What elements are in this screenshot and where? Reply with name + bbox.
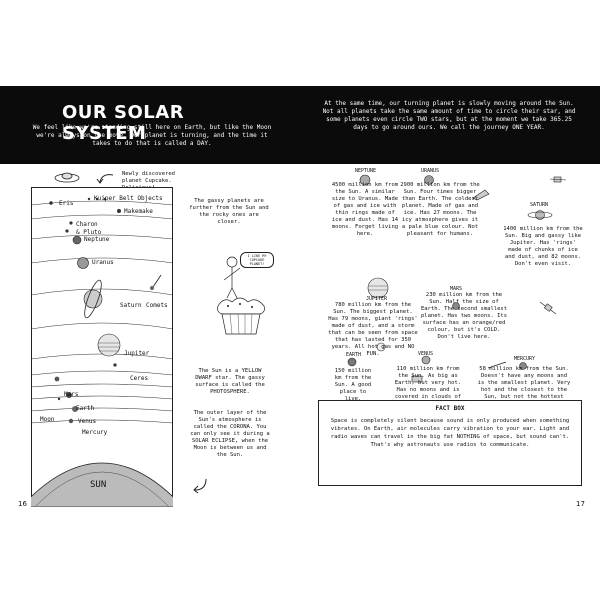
astronaut-icon [376, 342, 386, 352]
mars-text: 230 million km from the Sun. Half the si… [420, 292, 508, 340]
curved-arrow-icon [96, 174, 114, 184]
satellite-icon-2 [539, 301, 557, 315]
speech-bubble: I LIKE MY CUPCAKE PLANET! [240, 252, 274, 268]
label-ceres: Ceres [130, 375, 149, 382]
jupiter-name: JUPITER [366, 296, 388, 302]
mercury-name: MERCURY [514, 356, 536, 362]
label-makemake: Makemake [124, 208, 153, 215]
neptune-text: 4500 million km from the Sun. A similar … [331, 182, 399, 237]
mercury-dot [68, 418, 74, 424]
makemake-dot [117, 209, 121, 213]
venus-icon [421, 355, 431, 365]
page-number-right: 17 [576, 500, 585, 508]
saturn-text: 1400 million km from the Sun. Big and ga… [503, 226, 583, 267]
venus-dot [72, 406, 78, 412]
saturn-shape [83, 289, 103, 309]
cupcake-planet-icon [54, 172, 80, 183]
rocket-icon [472, 189, 490, 201]
probe-icon [411, 375, 423, 383]
eris-dot [49, 201, 53, 205]
moon-dot [57, 397, 61, 401]
label-moon: Moon [40, 416, 55, 423]
earth-text: 150 million km from the Sun. A good plac… [334, 368, 372, 402]
mars-name: MARS [450, 286, 463, 292]
neptune-shape [72, 235, 82, 245]
uranus-shape [77, 257, 89, 269]
mercury-icon [519, 362, 527, 370]
comet-shape [152, 274, 162, 288]
label-neptune: Neptune [84, 236, 110, 243]
label-jupiter: Jupiter [124, 350, 150, 357]
satellite-icon [549, 176, 567, 183]
probe-icon-2 [487, 361, 507, 369]
earth-name: EARTH [346, 352, 362, 358]
label-eris: Eris [59, 200, 74, 207]
earth-icon [347, 357, 357, 367]
uranus-name: URANUS [421, 168, 440, 174]
left-intro-text: We feel like we're standing still here o… [32, 124, 272, 147]
sun-shape [31, 462, 173, 507]
label-mercury: Mercury [82, 429, 108, 436]
label-venus: Venus [78, 418, 97, 425]
page-title: OUR SOLAR SYSTEM [62, 102, 185, 144]
label-mars: Mars [64, 391, 79, 398]
neptune-icon [359, 174, 371, 186]
sun-note-1: The Sun is a YELLOW DWARF star. The gass… [195, 368, 265, 395]
ceres-dot [113, 363, 117, 367]
label-kuiper: Kuiper Belt Objects [94, 195, 163, 202]
venus-name: VENUS [418, 351, 434, 357]
label-charon: Charon [76, 221, 98, 228]
sun-note-2: The outer layer of the Sun's atmosphere … [190, 410, 270, 458]
jupiter-text: 780 million km from the Sun. The biggest… [328, 302, 418, 357]
label-uranus: Uranus [92, 259, 114, 266]
fact-box: FACT BOX Space is completely silent beca… [318, 400, 582, 486]
fact-box-title: FACT BOX [435, 405, 465, 412]
uranus-text: 2900 million km from the Sun. Four times… [400, 182, 480, 237]
fact-box-text: Space is completely silent because sound… [330, 418, 570, 448]
header-banner [0, 86, 600, 164]
jupiter-icon [367, 277, 389, 299]
label-earth: Earth [76, 405, 95, 412]
label-comets: Comets [146, 302, 168, 309]
uranus-icon [424, 175, 434, 185]
label-pluto: & Pluto [76, 229, 102, 236]
right-intro-text: At the same time, our turning planet is … [322, 100, 576, 131]
curved-arrow-icon [193, 478, 207, 494]
mars-dot [54, 376, 60, 382]
saturn-name: SATURN [530, 202, 549, 208]
label-sun: SUN [90, 480, 107, 490]
saturn-icon [527, 210, 553, 220]
label-saturn: Saturn [120, 302, 142, 309]
mars-icon [452, 302, 460, 310]
earth-dot [66, 392, 72, 398]
neptune-name: NEPTUNE [355, 168, 377, 174]
cupcake-character-illustration [217, 256, 265, 335]
solar-system-diagram [31, 187, 173, 507]
gassy-note: The gassy planets are further from the S… [189, 198, 269, 225]
page-number-left: 16 [18, 500, 27, 508]
jupiter-shape [97, 333, 121, 357]
